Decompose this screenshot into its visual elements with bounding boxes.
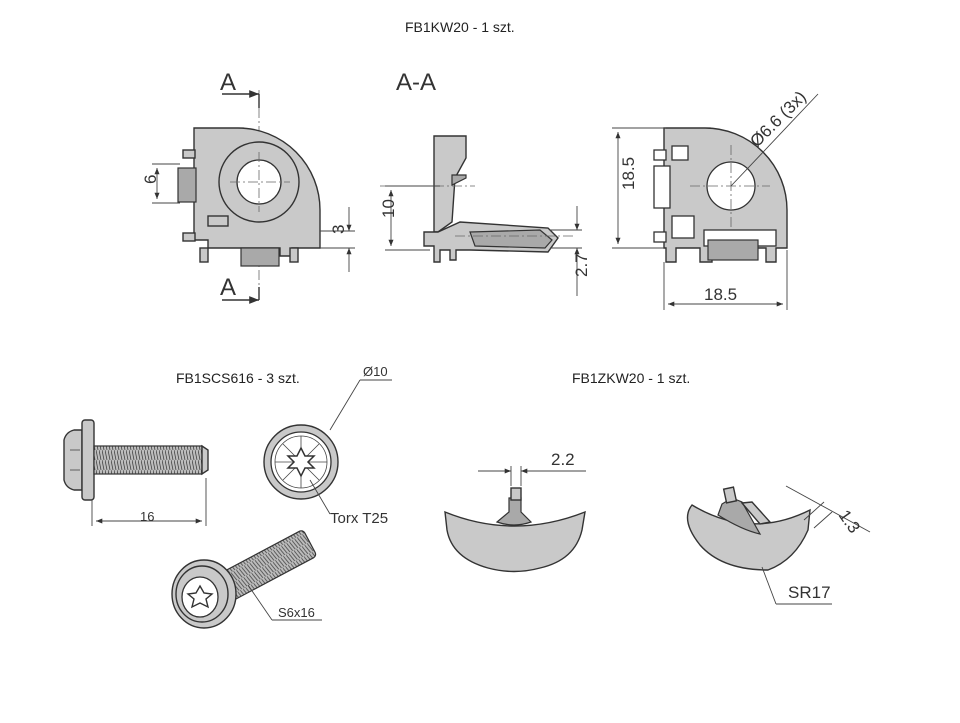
kw20-front-view: A A 6 3 (141, 69, 355, 304)
section-a-bottom-label: A (220, 274, 236, 301)
section-aa-label: A-A (396, 69, 436, 96)
dim-2-7-label: 2.7 (572, 253, 591, 277)
dim-1-3-label: 1.3 (835, 506, 864, 536)
torx-label: Torx T25 (330, 510, 388, 527)
dim-6-label: 6 (141, 175, 160, 184)
screw-size-label: S6x16 (278, 605, 315, 620)
dim-18-5-vertical-label: 18.5 (619, 157, 638, 190)
dim-16-label: 16 (140, 509, 154, 524)
dim-d10-label: Ø10 (363, 364, 388, 379)
caption-fb1kw20: FB1KW20 - 1 szt. (405, 19, 515, 35)
dim-3-label: 3 (329, 225, 348, 234)
dim-sr17-label: SR17 (788, 583, 831, 602)
section-a-top-label: A (220, 69, 236, 96)
zkw20-front-view: 2.2 (444, 450, 586, 573)
dim-18-5-horizontal-label: 18.5 (704, 285, 737, 304)
caption-fb1zkw20: FB1ZKW20 - 1 szt. (572, 370, 691, 386)
caption-fb1scs616: FB1SCS616 - 3 szt. (176, 370, 300, 386)
dim-hole-label: Ø6.6 (3x) (746, 87, 810, 151)
dim-10-label: 10 (379, 199, 398, 218)
zkw20-perspective-view: 1.3 SR17 (686, 485, 871, 605)
scs616-side-view: 16 (63, 419, 209, 526)
kw20-section-view: A-A 10 2.7 (379, 69, 591, 296)
kw20-top-view: 18.5 18.5 Ø6.6 (3x) (612, 87, 819, 310)
scs616-end-view: Ø10 Torx T25 (263, 364, 392, 527)
scs616-perspective-view: S6x16 (171, 530, 322, 629)
dim-2-2-label: 2.2 (551, 450, 575, 469)
